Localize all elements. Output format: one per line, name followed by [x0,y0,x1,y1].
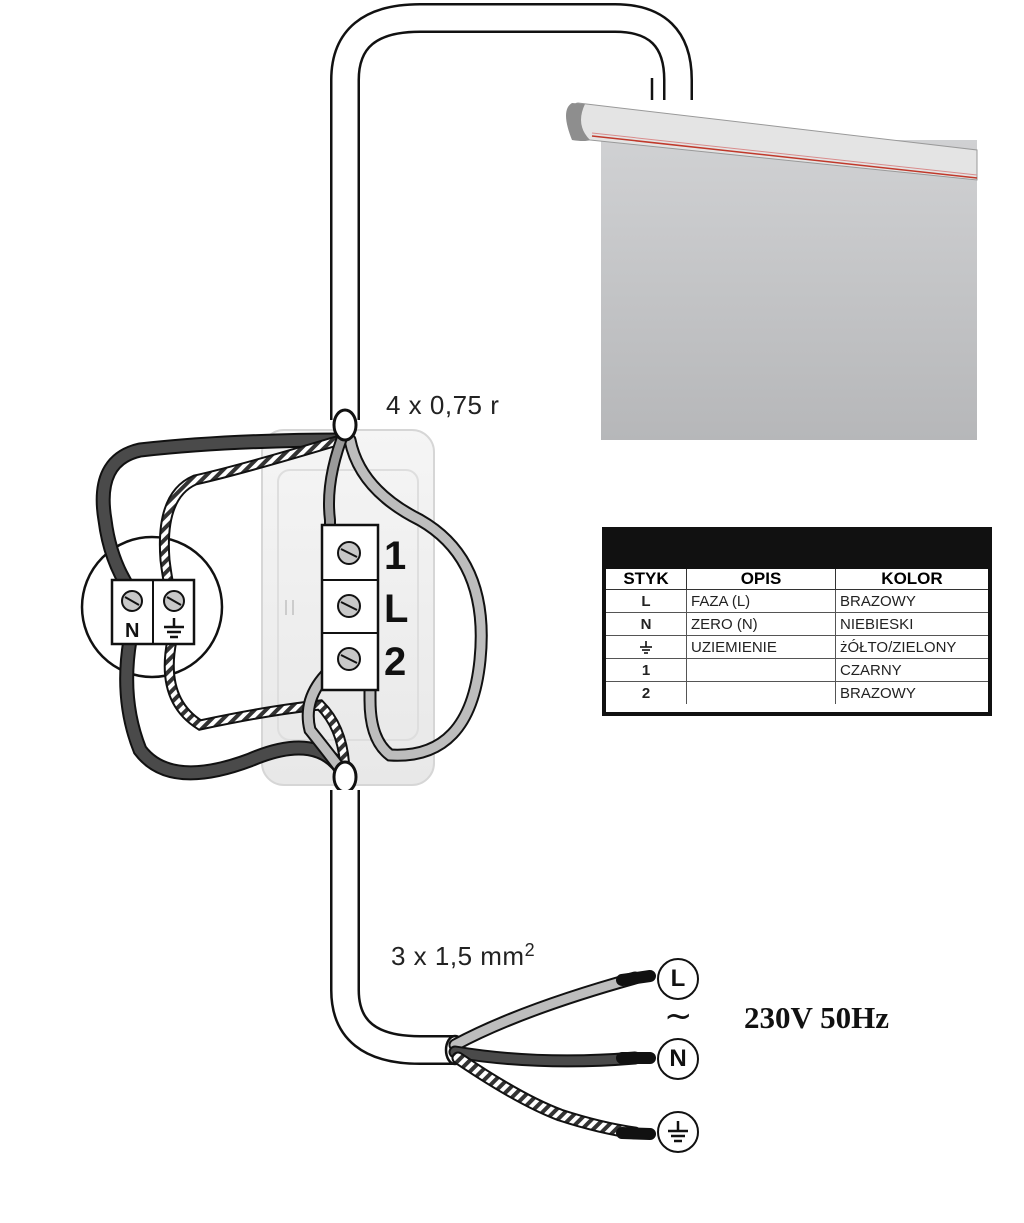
cell-kolor: NIEBIESKI [835,612,988,636]
cable-glands [332,408,358,794]
table-row: L FAZA (L) BRAZOWY [606,589,988,613]
cell-opis: ZERO (N) [686,612,836,636]
junction-n-label: N [125,620,140,642]
supply-L-marker: L [657,958,699,1000]
cell-opis [686,658,836,682]
earth-icon [640,640,652,654]
cell-kolor: żÓŁTO/ZIELONY [835,635,988,659]
col-header-kolor: KOLOR [835,569,988,590]
earth-icon [164,618,184,639]
top-cable-spec: 4 x 0,75 r [386,390,500,420]
table-row: 1 CZARNY [606,658,988,682]
terminal-2-label: 2 [384,640,407,684]
top-cable [330,2,693,420]
wire-color-table: STYK OPIS KOLOR L FAZA (L) BRAZOWY N ZER… [602,527,992,716]
screen-fabric [601,140,977,440]
supply-N-marker: N [657,1038,699,1080]
cell-opis: FAZA (L) [686,589,836,613]
table-header-bar [606,531,988,569]
table-row: UZIEMIENIE żÓŁTO/ZIELONY [606,635,988,659]
supply-cable-spec-text: 3 x 1,5 mm [391,941,525,971]
table-row: N ZERO (N) NIEBIESKI [606,612,988,636]
cell-styk: L [606,589,687,613]
table-row: 2 BRAZOWY [606,681,988,704]
earth-icon [668,1121,688,1143]
terminal-1-label: 1 [384,534,407,578]
table-header-row: STYK OPIS KOLOR [606,569,988,590]
col-header-styk: STYK [606,569,687,590]
ac-symbol: ~ [664,996,693,1036]
cell-kolor: BRAZOWY [835,589,988,613]
supply-earth-marker [657,1111,699,1153]
cell-kolor: CZARNY [835,658,988,682]
junction-terminal-block [110,578,196,646]
supply-cable-spec: 3 x 1,5 mm2 [391,940,535,972]
supply-cable-spec-superscript: 2 [524,940,536,960]
cell-kolor: BRAZOWY [840,684,916,702]
supply-voltage: 230V 50Hz [744,1000,889,1035]
projection-screen [566,102,978,440]
cell-styk: 2 [606,681,687,704]
col-header-opis: OPIS [686,569,836,590]
cell-styk: N [606,612,687,636]
motor-terminal-block [320,523,380,692]
cell-styk: 1 [606,658,687,682]
supply-cable [330,790,656,1140]
cell-opis [686,681,836,704]
wire-table: STYK OPIS KOLOR L FAZA (L) BRAZOWY N ZER… [606,569,988,704]
cell-opis: UZIEMIENIE [686,635,836,659]
terminal-L-label: L [384,587,409,631]
cell-styk [606,635,687,659]
